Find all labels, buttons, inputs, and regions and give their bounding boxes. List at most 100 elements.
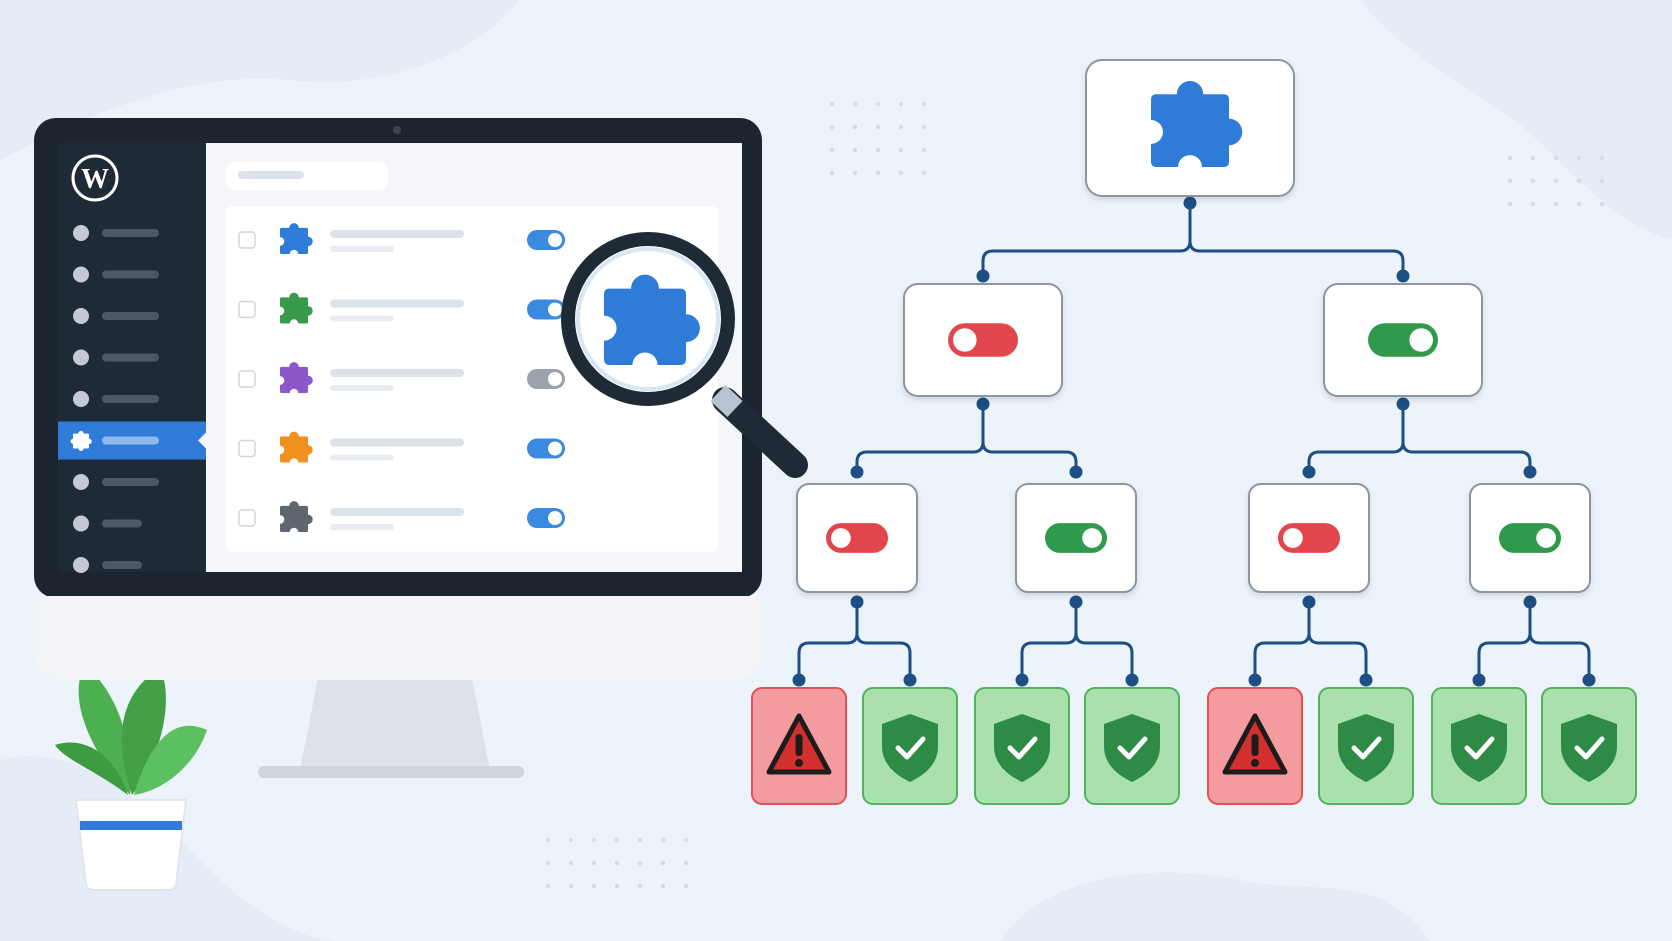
connector-dot [1396,269,1410,283]
result-pass-node [1084,687,1180,805]
dot [683,837,689,843]
connector-dot [850,595,864,609]
dot [852,170,858,176]
dot [829,170,835,176]
brush-icon [73,391,89,407]
dot [545,860,551,866]
connector-dot [792,673,806,687]
plugin-row [238,431,565,467]
connector-dot [1472,673,1486,687]
potted-plant [55,665,207,891]
dot [1599,178,1605,184]
dot [660,883,666,889]
sidebar-item[interactable] [58,421,206,460]
dot [591,860,597,866]
tree-connector [1401,402,1532,468]
plugin-icon [70,430,92,451]
sidebar-item[interactable] [73,391,159,407]
toggle-on-icon [1499,523,1561,553]
plugin-puzzle-icon [275,431,313,467]
monitor: W [34,118,762,778]
toggle-off-icon [948,323,1018,357]
result-pass-node [1318,687,1414,805]
dot [683,883,689,889]
plant-pot [74,799,188,891]
plugin-checkbox[interactable] [238,439,256,458]
tree-connector [981,402,1078,468]
tree-connector [1020,600,1078,675]
plant-leaf [134,725,207,795]
toggle-on-icon [1368,323,1438,357]
tree-level2-node [796,483,918,593]
monitor-chin [34,596,762,680]
dot [898,101,904,107]
connector-dot [1183,196,1197,210]
plugin-name-placeholder [330,508,464,516]
dot [545,883,551,889]
plugin-toggle[interactable] [527,230,565,250]
dot [829,101,835,107]
tree-level1-node [903,283,1063,397]
result-fail-node [1207,687,1303,805]
sidebar-item[interactable] [73,557,142,573]
plugin-toggle[interactable] [527,508,565,528]
dot [568,837,574,843]
dashboard-gauge-icon [73,225,89,241]
tree-connector [855,600,912,675]
dot [683,860,689,866]
plugin-name-placeholder [330,438,464,447]
plugin-name-placeholder [330,230,464,238]
plugin-toggle[interactable] [527,299,565,320]
plugin-checkbox[interactable] [238,509,256,527]
plugin-row [238,501,565,537]
plugin-row [238,362,565,398]
sidebar-active-pointer [198,432,206,449]
shield-check-icon [1104,714,1160,782]
plugin-toggle[interactable] [527,438,565,459]
sidebar-item[interactable] [73,266,159,283]
dot [591,883,597,889]
tree-connector [1307,600,1368,675]
dot-grid [1507,155,1605,207]
background-blob [0,0,520,160]
dot [1553,155,1559,161]
connector-dot [1523,595,1537,609]
search-bar[interactable] [226,162,388,190]
toggle-on-icon [1045,523,1107,553]
sidebar-item[interactable] [73,515,142,532]
plugin-desc-placeholder [330,385,394,391]
connector-dot [1069,595,1083,609]
plugin-checkbox[interactable] [238,300,256,319]
sidebar-item[interactable] [73,308,159,324]
sidebar-menu [58,225,206,573]
dot [660,860,666,866]
magnifier-glare [576,247,720,391]
connector-dot [1248,673,1262,687]
sidebar-item[interactable] [73,349,159,366]
tree-level2-node [1469,483,1591,593]
svg-text:W: W [81,164,109,195]
shield-check-icon [1338,714,1394,782]
sidebar-item[interactable] [73,225,159,241]
plugin-puzzle-icon [1139,81,1243,179]
dot [875,101,881,107]
dot-grid [829,101,927,176]
connector-dot [1069,465,1083,479]
plugin-checkbox[interactable] [238,370,256,388]
sidebar-item[interactable] [73,474,159,490]
sidebar-item-label [102,561,142,569]
result-pass-node [974,687,1070,805]
comment-bubble-icon [73,349,89,366]
connector-dot [1523,465,1537,479]
plugin-list [238,223,565,537]
result-pass-node [1431,687,1527,805]
plugin-puzzle-icon [275,292,313,328]
tree-connector [1188,200,1405,272]
plant-leaf [121,668,166,795]
plugin-desc-placeholder [330,246,394,252]
plugin-toggle[interactable] [527,369,565,389]
dot [591,837,597,843]
connector-dot [1582,673,1596,687]
plugin-checkbox[interactable] [238,231,256,249]
magnifier-handle [712,387,808,478]
